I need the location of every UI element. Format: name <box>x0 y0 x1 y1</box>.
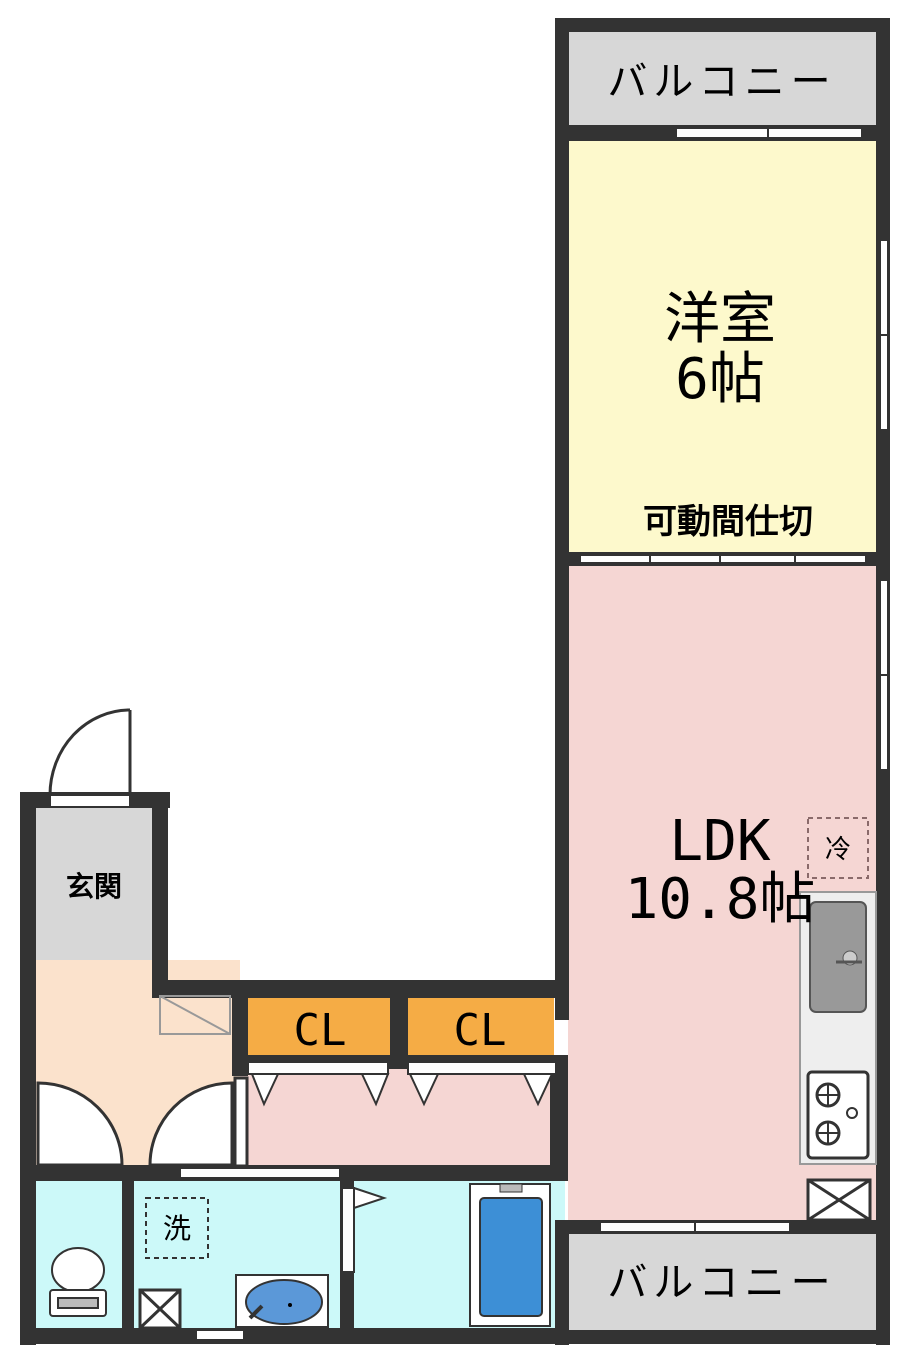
bathtub-icon <box>469 1183 551 1327</box>
western-room-name: 洋室 <box>664 287 776 352</box>
fridge-space <box>807 817 869 879</box>
door-icon <box>341 1186 388 1273</box>
partition-label: 可動間仕切 <box>643 502 813 542</box>
washer-space <box>145 1197 209 1259</box>
closet-1-area <box>248 998 390 1060</box>
entrance-area <box>30 805 160 960</box>
stove-icon <box>806 1070 870 1160</box>
fridge-label: 冷 <box>825 835 851 865</box>
closet-2-area <box>408 998 554 1060</box>
washbasin-icon <box>235 1274 329 1328</box>
kitchen-counter <box>799 891 877 1165</box>
balcony-bottom-area <box>555 1232 890 1342</box>
balcony-top-area <box>555 20 890 130</box>
western-room-area <box>568 140 876 558</box>
closet-1-label: CL <box>294 1005 347 1056</box>
sink-icon <box>809 901 867 1013</box>
shaft-icon <box>138 1288 182 1330</box>
closet-2-label: CL <box>454 1005 507 1056</box>
washer-label: 洗 <box>163 1212 191 1245</box>
entrance-label: 玄関 <box>66 870 122 903</box>
balcony-top-label: バルコニー <box>607 59 836 105</box>
balcony-bottom-label: バルコニー <box>607 1260 836 1306</box>
toilet-icon <box>49 1247 107 1317</box>
door-icon <box>36 1076 249 1168</box>
western-room-size: 6帖 <box>675 347 765 412</box>
door-icon <box>48 708 132 796</box>
shaft-icon <box>806 1178 872 1222</box>
ldk-lower-area <box>238 1060 578 1172</box>
ldk-size: 10.8帖 <box>625 867 816 932</box>
closet-door-icon <box>247 1061 557 1107</box>
shoe-box-icon <box>159 995 231 1035</box>
ldk-name: LDK <box>669 809 770 874</box>
